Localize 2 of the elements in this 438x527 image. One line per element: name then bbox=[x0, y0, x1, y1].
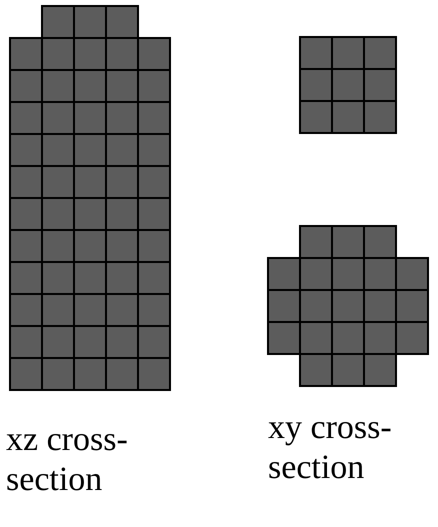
caption-text: xy cross-section bbox=[268, 408, 393, 488]
caption-text: xz cross-section bbox=[6, 420, 129, 500]
